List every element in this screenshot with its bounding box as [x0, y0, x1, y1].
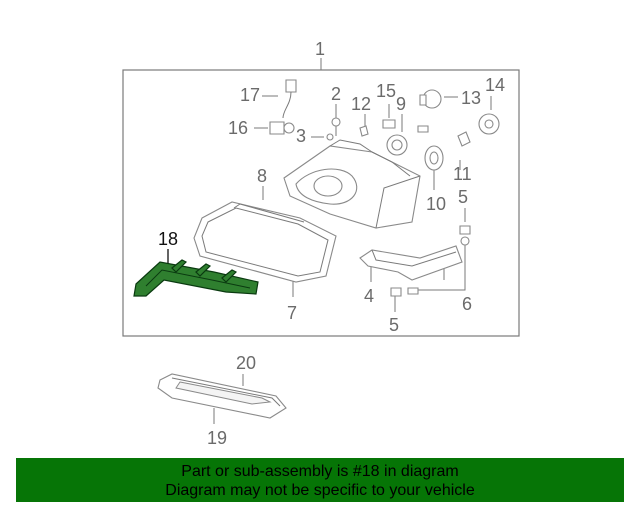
callout-17: 17	[240, 85, 260, 105]
callout-2: 2	[331, 84, 341, 104]
callout-20: 20	[236, 353, 256, 373]
callout-4: 4	[364, 286, 374, 306]
callout-15: 15	[376, 81, 396, 101]
callout-19: 19	[207, 428, 227, 448]
highlighted-trim-strip-18	[133, 259, 259, 297]
info-banner: Part or sub-assembly is #18 in diagram D…	[16, 458, 624, 502]
callout-10: 10	[426, 194, 446, 214]
hardware-parts	[269, 79, 500, 297]
leader-lines	[167, 95, 492, 424]
lower-trim-parts	[157, 373, 287, 419]
callout-18: 18	[158, 229, 178, 249]
headlamp-lens	[193, 201, 337, 283]
callout-11: 11	[453, 164, 472, 184]
callout-12: 12	[351, 94, 371, 114]
callout-8: 8	[257, 166, 267, 186]
callout-16: 16	[228, 118, 248, 138]
callout-14: 14	[485, 75, 505, 95]
info-banner-line-1: Part or sub-assembly is #18 in diagram	[181, 463, 459, 480]
callout-13: 13	[461, 88, 481, 108]
callout-7: 7	[287, 303, 297, 323]
mounting-bracket	[359, 245, 463, 281]
callout-5-bottom: 5	[389, 315, 399, 335]
callout-1: 1	[315, 39, 325, 59]
callout-3: 3	[296, 126, 306, 146]
callout-6: 6	[462, 294, 472, 314]
callout-5-top: 5	[458, 187, 468, 207]
callout-9: 9	[396, 94, 406, 114]
info-banner-line-2: Diagram may not be specific to your vehi…	[165, 482, 475, 499]
headlamp-housing	[283, 139, 421, 229]
